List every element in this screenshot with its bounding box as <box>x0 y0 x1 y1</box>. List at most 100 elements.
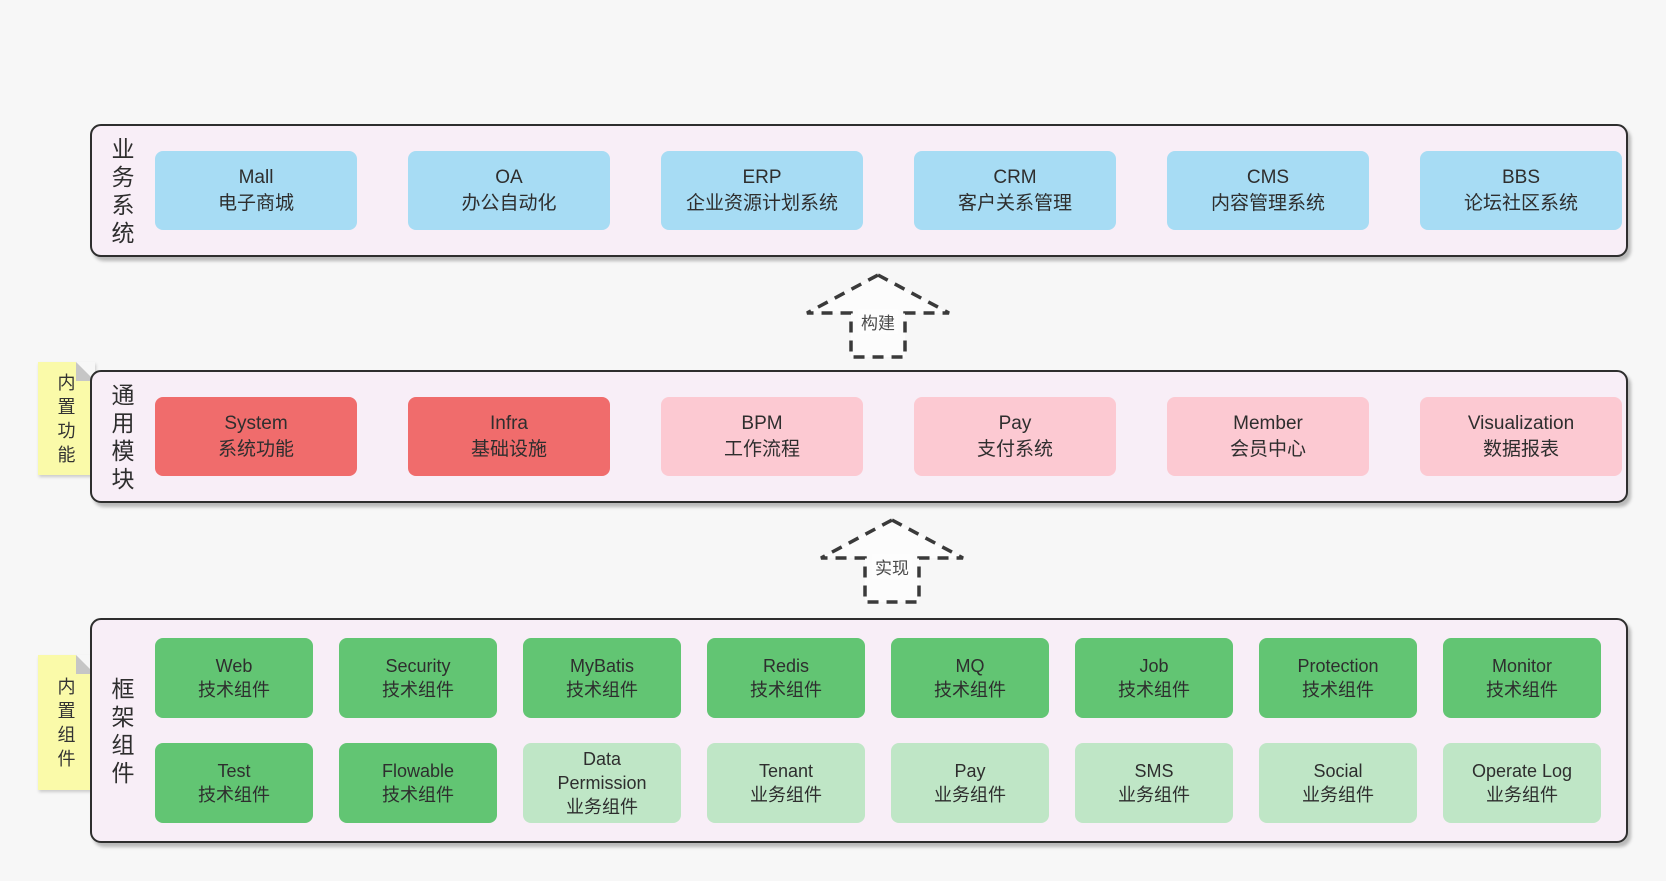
box-desc: 业务组件 <box>1118 785 1190 805</box>
box-desc: 技术组件 <box>198 785 270 805</box>
box-operate-log: Operate Log 业务组件 <box>1443 743 1601 823</box>
box-desc: 技术组件 <box>1118 680 1190 700</box>
box-monitor: Monitor 技术组件 <box>1443 638 1601 718</box>
box-job: Job 技术组件 <box>1075 638 1233 718</box>
box-desc: 论坛社区系统 <box>1463 192 1578 214</box>
box-name: Flowable <box>381 761 455 781</box>
box-web: Web 技术组件 <box>155 638 313 718</box>
box-oa: OA 办公自动化 <box>408 151 610 230</box>
box-desc: 业务组件 <box>566 797 638 817</box>
box-desc: 业务组件 <box>934 785 1006 805</box>
box-name: ERP <box>742 166 782 188</box>
box-name: MQ <box>955 656 985 676</box>
box-name: Operate Log <box>1471 761 1573 781</box>
common-modules-label: 通用模块 <box>111 381 135 492</box>
box-desc: 会员中心 <box>1229 438 1306 460</box>
box-sms: SMS 业务组件 <box>1075 743 1233 823</box>
box-name: BBS <box>1501 166 1541 188</box>
builtin-features-tag: 内置功能 <box>38 362 95 475</box>
business-boxes-row: Mall 电子商城 OA 办公自动化 ERP 企业资源计划系统 CRM 客户关系… <box>155 151 1622 230</box>
box-name: MyBatis <box>569 656 634 676</box>
box-desc: 技术组件 <box>566 680 638 700</box>
builtin-components-tag: 内置组件 <box>38 655 95 790</box>
box-name: CMS <box>1246 166 1290 188</box>
box-name: Social <box>1313 761 1363 781</box>
box-desc: 技术组件 <box>382 680 454 700</box>
box-social: Social 业务组件 <box>1259 743 1417 823</box>
box-system: System 系统功能 <box>155 397 357 476</box>
common-modules-section: 通用模块 System 系统功能 Infra 基础设施 BPM 工作流程 Pay… <box>90 370 1628 503</box>
builtin-components-tag-label: 内置组件 <box>57 676 76 769</box>
box-desc: 支付系统 <box>976 438 1053 460</box>
box-bbs: BBS 论坛社区系统 <box>1420 151 1622 230</box>
box-desc: 技术组件 <box>750 680 822 700</box>
box-desc: 业务组件 <box>1302 785 1374 805</box>
box-name: Member <box>1233 412 1303 434</box>
box-erp: ERP 企业资源计划系统 <box>661 151 863 230</box>
box-security: Security 技术组件 <box>339 638 497 718</box>
box-flowable: Flowable 技术组件 <box>339 743 497 823</box>
box-desc: 工作流程 <box>723 438 800 460</box>
box-data-permission: Data Permission 业务组件 <box>523 743 681 823</box>
box-desc: 技术组件 <box>382 785 454 805</box>
box-name: Pay <box>998 412 1032 434</box>
box-desc: 系统功能 <box>217 438 294 460</box>
box-cms: CMS 内容管理系统 <box>1167 151 1369 230</box>
box-mybatis: MyBatis 技术组件 <box>523 638 681 718</box>
box-desc: 技术组件 <box>1486 680 1558 700</box>
box-desc: 基础设施 <box>470 438 547 460</box>
box-desc: 办公自动化 <box>461 192 557 214</box>
box-desc: 技术组件 <box>198 680 270 700</box>
framework-components-label: 框架组件 <box>111 675 135 786</box>
box-desc: 业务组件 <box>750 785 822 805</box>
box-pay-biz: Pay 业务组件 <box>891 743 1049 823</box>
builtin-features-tag-label: 内置功能 <box>57 372 76 465</box>
box-desc: 业务组件 <box>1486 785 1558 805</box>
box-name: Test <box>217 761 251 781</box>
box-crm: CRM 客户关系管理 <box>914 151 1116 230</box>
box-name: Pay <box>954 761 986 781</box>
box-name: Infra <box>489 412 529 434</box>
box-name: BPM <box>741 412 783 434</box>
box-name: OA <box>495 166 523 188</box>
box-name: Visualization <box>1467 412 1575 434</box>
box-name: Mall <box>238 166 274 188</box>
box-name: Redis <box>762 656 810 676</box>
box-name: System <box>224 412 288 434</box>
box-name: Tenant <box>758 761 814 781</box>
box-desc: 电子商城 <box>217 192 294 214</box>
tech-components-row: Web 技术组件 Security 技术组件 MyBatis 技术组件 Redi… <box>155 638 1601 718</box>
box-test: Test 技术组件 <box>155 743 313 823</box>
implement-arrow-label: 实现 <box>872 554 912 579</box>
box-name: CRM <box>993 166 1037 188</box>
box-visualization: Visualization 数据报表 <box>1420 397 1622 476</box>
box-desc: 客户关系管理 <box>957 192 1072 214</box>
box-pay: Pay 支付系统 <box>914 397 1116 476</box>
box-name: Web <box>215 656 253 676</box>
box-tenant: Tenant 业务组件 <box>707 743 865 823</box>
box-desc: 数据报表 <box>1482 438 1559 460</box>
build-arrow-label: 构建 <box>858 309 898 334</box>
box-bpm: BPM 工作流程 <box>661 397 863 476</box>
box-infra: Infra 基础设施 <box>408 397 610 476</box>
box-name: Protection <box>1297 656 1379 676</box>
build-arrow: 构建 <box>803 272 953 360</box>
box-desc: 技术组件 <box>1302 680 1374 700</box>
module-boxes-row: System 系统功能 Infra 基础设施 BPM 工作流程 Pay 支付系统… <box>155 397 1622 476</box>
box-desc: 企业资源计划系统 <box>685 192 838 214</box>
box-name: SMS <box>1134 761 1174 781</box>
box-mall: Mall 电子商城 <box>155 151 357 230</box>
framework-boxes-grid: Web 技术组件 Security 技术组件 MyBatis 技术组件 Redi… <box>155 638 1601 823</box>
business-systems-label: 业务系统 <box>111 135 135 246</box>
business-systems-section: 业务系统 Mall 电子商城 OA 办公自动化 ERP 企业资源计划系统 CRM… <box>90 124 1628 257</box>
box-name: Data Permission <box>557 749 647 793</box>
box-protection: Protection 技术组件 <box>1259 638 1417 718</box>
box-name: Job <box>1139 656 1169 676</box>
box-name: Security <box>385 656 451 676</box>
biz-components-row: Test 技术组件 Flowable 技术组件 Data Permission … <box>155 743 1601 823</box>
implement-arrow: 实现 <box>817 517 967 605</box>
box-member: Member 会员中心 <box>1167 397 1369 476</box>
box-desc: 技术组件 <box>934 680 1006 700</box>
box-desc: 内容管理系统 <box>1210 192 1325 214</box>
box-mq: MQ 技术组件 <box>891 638 1049 718</box>
